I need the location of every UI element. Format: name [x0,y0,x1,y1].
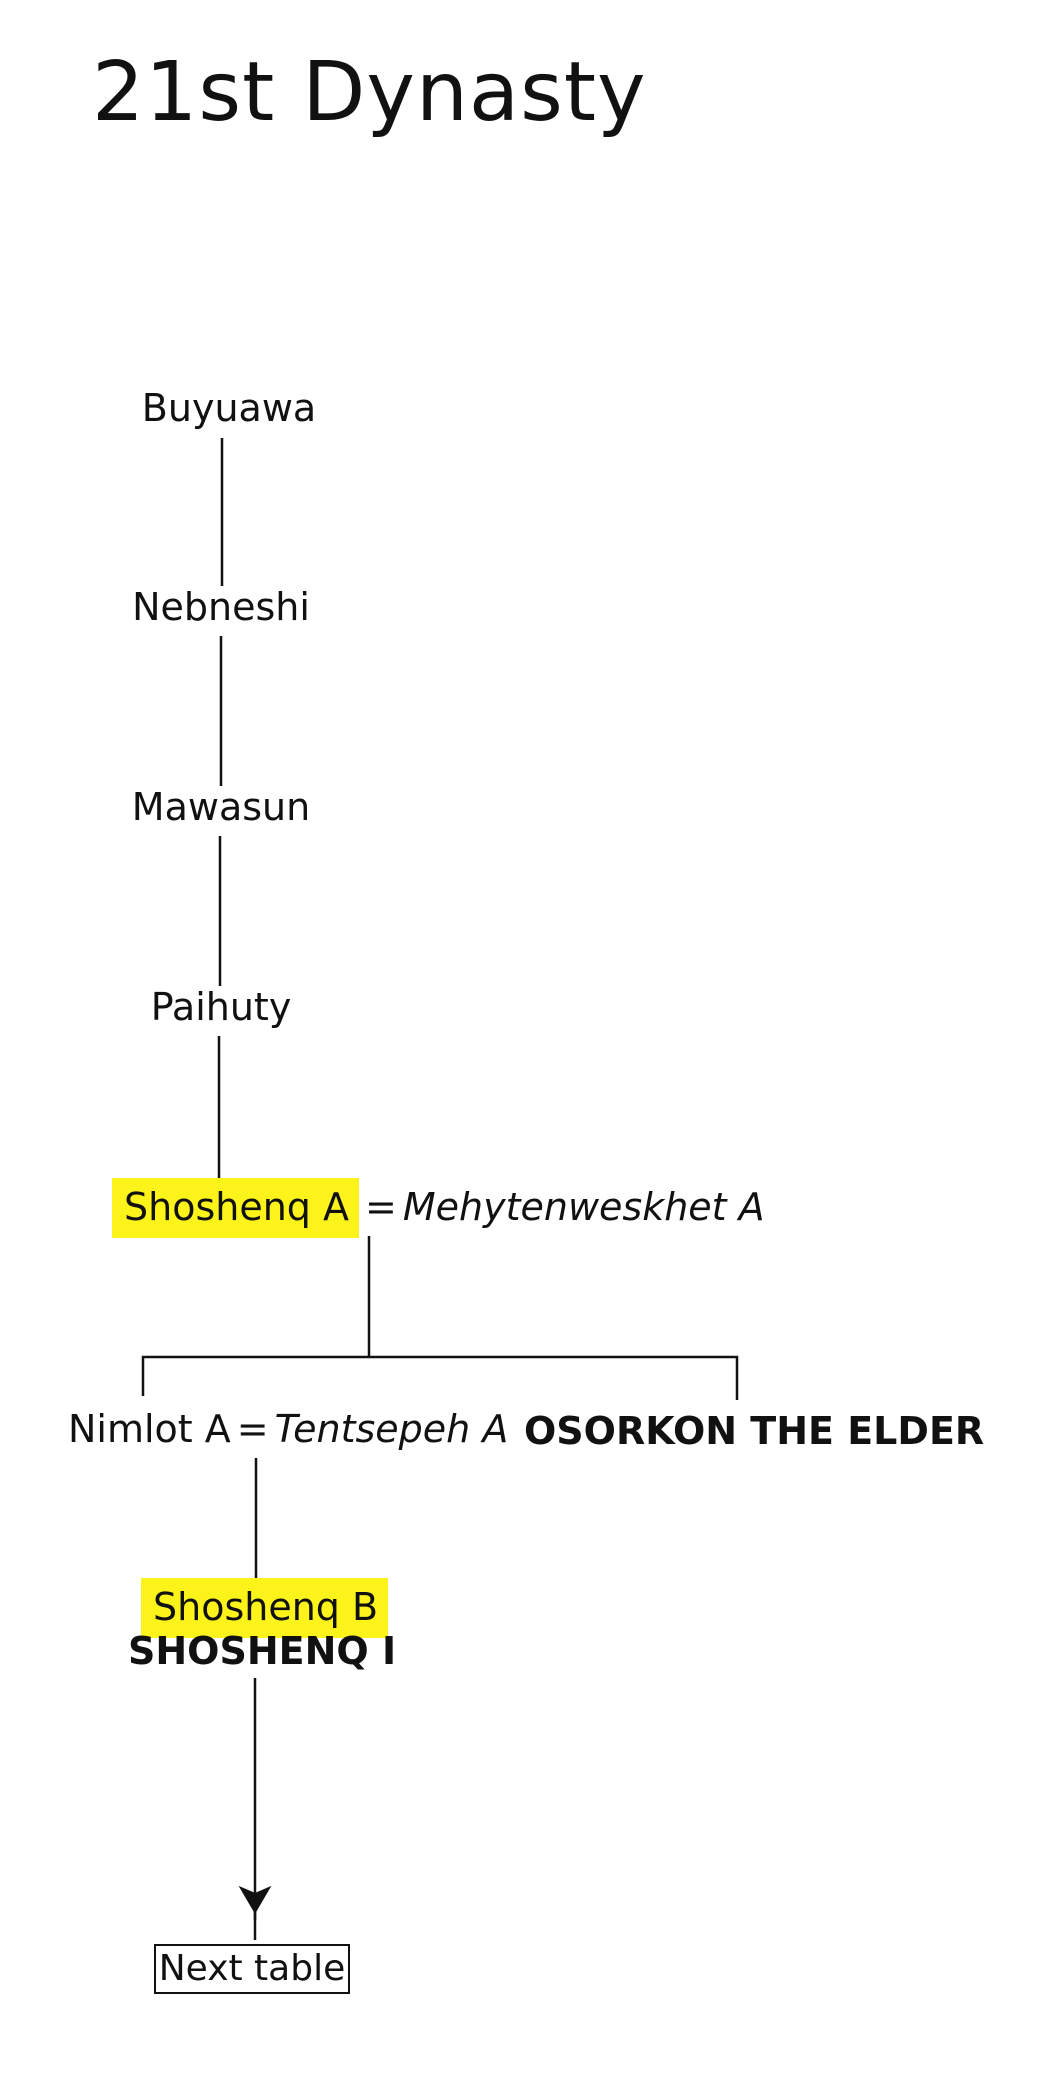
sibling-bar [141,1355,739,1400]
person-mehytenweskhet-a: Mehytenweskhet A [402,1185,765,1229]
marriage-symbol: = [365,1185,397,1229]
next-table-button[interactable]: Next table [154,1944,350,1994]
couple-shoshenq-a: Shoshenq A=Mehytenweskhet A [112,1178,765,1238]
person-osorkon-the-elder: OSORKON THE ELDER [524,1409,985,1453]
person-nimlot-a: Nimlot A [68,1407,231,1451]
person-shoshenq-b: Shoshenq B [141,1578,389,1638]
person-tentsepeh-a: Tentsepeh A [274,1407,509,1451]
person-paihuty: Paihuty [150,985,292,1029]
shoshenq-b-highlight: Shoshenq B [141,1578,389,1638]
person-buyuawa: Buyuawa [141,386,317,430]
person-mawasun: Mawasun [131,785,311,829]
page-title: 21st Dynasty [92,45,647,140]
person-nebneshi: Nebneshi [132,585,310,629]
person-shoshenq-a: Shoshenq A [112,1178,359,1238]
person-shoshenq-i: SHOSHENQ I [128,1629,397,1673]
marriage-symbol: = [236,1407,269,1451]
couple-nimlot-a: Nimlot A=Tentsepeh A [68,1410,508,1448]
